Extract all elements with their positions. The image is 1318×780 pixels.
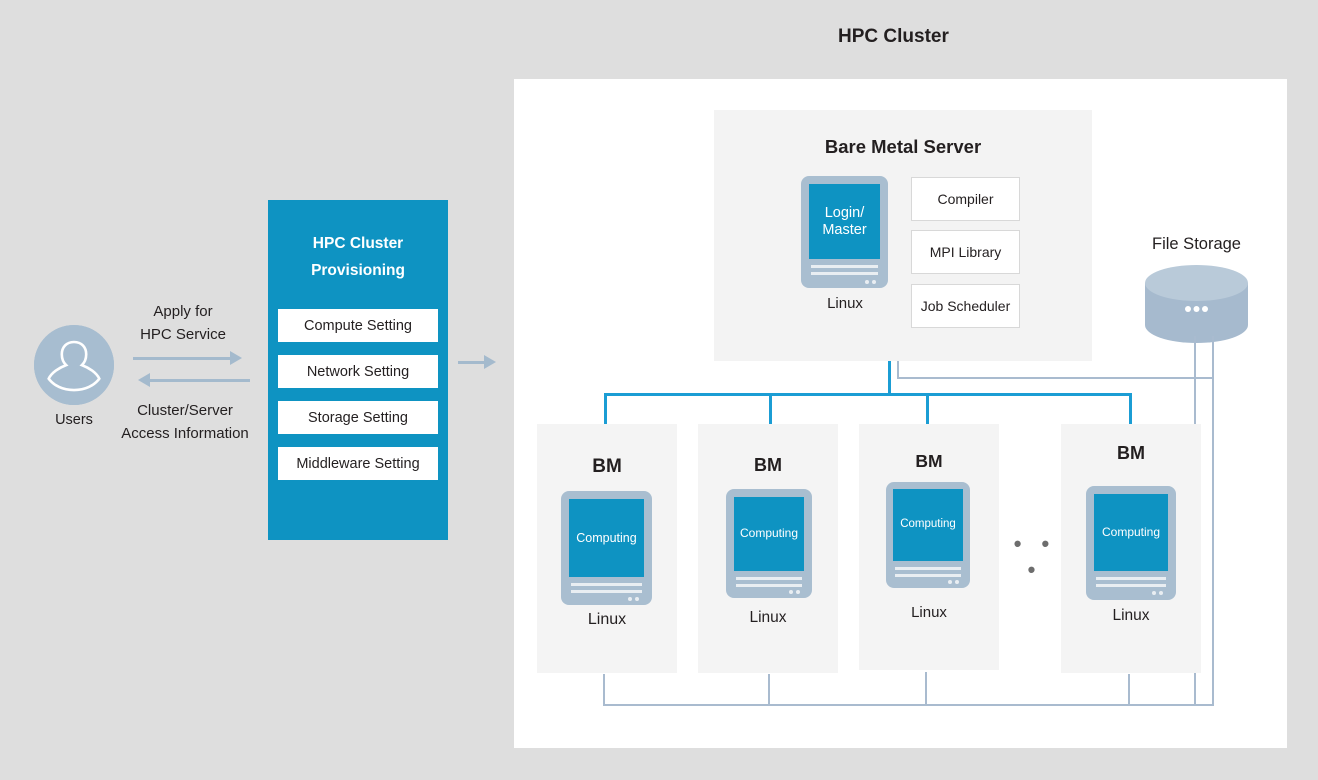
arrow-left-icon (150, 379, 250, 382)
computer-icon: Computing (886, 482, 970, 588)
bare-metal-server-title: Bare Metal Server (824, 136, 982, 157)
arrow-right-head-icon (230, 351, 242, 365)
node-drop-wire-4 (1129, 393, 1132, 425)
compute-setting-button[interactable]: Compute Setting (278, 309, 438, 342)
master-screen-line2: Master (822, 221, 867, 238)
bm-node-4-os-label: Linux (1112, 607, 1150, 624)
storage-bottom-bus-wire (603, 704, 1214, 706)
users-label: Users (55, 412, 93, 428)
bm-node-2-title: BM (754, 455, 782, 475)
bare-metal-server-group (714, 110, 1092, 361)
middleware-setting-button[interactable]: Middleware Setting (278, 447, 438, 480)
storage-node-wire-1 (603, 674, 605, 706)
master-os-label: Linux (827, 295, 863, 312)
database-cylinder-icon (1145, 265, 1248, 343)
bm-node-1-title: BM (592, 456, 622, 477)
compiler-chip[interactable]: Compiler (911, 177, 1020, 221)
storage-node-wire-2 (768, 674, 770, 706)
access-info-flow-label: Cluster/Server Access Information (104, 400, 266, 445)
provision-arrow-head-icon (484, 355, 496, 369)
access-info-line2: Access Information (121, 424, 249, 442)
cluster-bus-drop-wire (888, 361, 891, 395)
bm-node-4-screen-label: Computing (1101, 524, 1161, 539)
computer-icon: Login/ Master (801, 176, 888, 288)
access-info-line1: Cluster/Server (137, 402, 233, 419)
provisioning-title: HPC Cluster Provisioning (268, 230, 448, 284)
mpi-library-chip[interactable]: MPI Library (911, 230, 1020, 274)
provisioning-title-line1: HPC Cluster (312, 235, 404, 252)
cluster-bus-wire (604, 393, 1132, 396)
storage-link-bms-drop (897, 361, 899, 379)
node-drop-wire-1 (604, 393, 607, 425)
bm-node-1-os-label: Linux (587, 611, 627, 628)
user-avatar-icon (34, 325, 114, 405)
bm-node-3-os-label: Linux (911, 604, 947, 621)
bm-node-2-os-label: Linux (749, 609, 787, 626)
apply-flow-line2: HPC Service (140, 325, 226, 343)
node-drop-wire-3 (926, 393, 929, 425)
apply-flow-label: Apply for HPC Service (110, 301, 256, 346)
file-storage-label: File Storage (1152, 235, 1241, 253)
computer-icon: Computing (726, 489, 812, 598)
storage-node-wire-4 (1128, 674, 1130, 706)
storage-node-wire-3 (925, 672, 927, 706)
arrow-right-icon (133, 357, 233, 360)
bm-node-3-screen-label: Computing (900, 518, 956, 531)
bm-node-2-screen-label: Computing (739, 526, 799, 541)
computer-icon: Computing (561, 491, 652, 605)
page-title: HPC Cluster (838, 26, 949, 47)
storage-link-bms-horizontal (897, 377, 1214, 379)
computer-icon: Computing (1086, 486, 1176, 600)
provision-arrow-icon (458, 361, 486, 364)
storage-riser-wire-right (1212, 336, 1214, 706)
apply-flow-line1: Apply for (153, 303, 213, 320)
master-screen-line1: Login/ (824, 204, 865, 221)
job-scheduler-chip[interactable]: Job Scheduler (911, 284, 1020, 328)
node-drop-wire-2 (769, 393, 772, 425)
provisioning-title-line2: Provisioning (311, 262, 405, 280)
bm-node-1-screen-label: Computing (576, 530, 637, 545)
nodes-ellipsis: • • • (1013, 531, 1057, 582)
network-setting-button[interactable]: Network Setting (278, 355, 438, 388)
arrow-left-head-icon (138, 373, 150, 387)
bm-node-3-title: BM (915, 451, 943, 471)
storage-setting-button[interactable]: Storage Setting (278, 401, 438, 434)
bm-node-4-title: BM (1117, 443, 1145, 463)
